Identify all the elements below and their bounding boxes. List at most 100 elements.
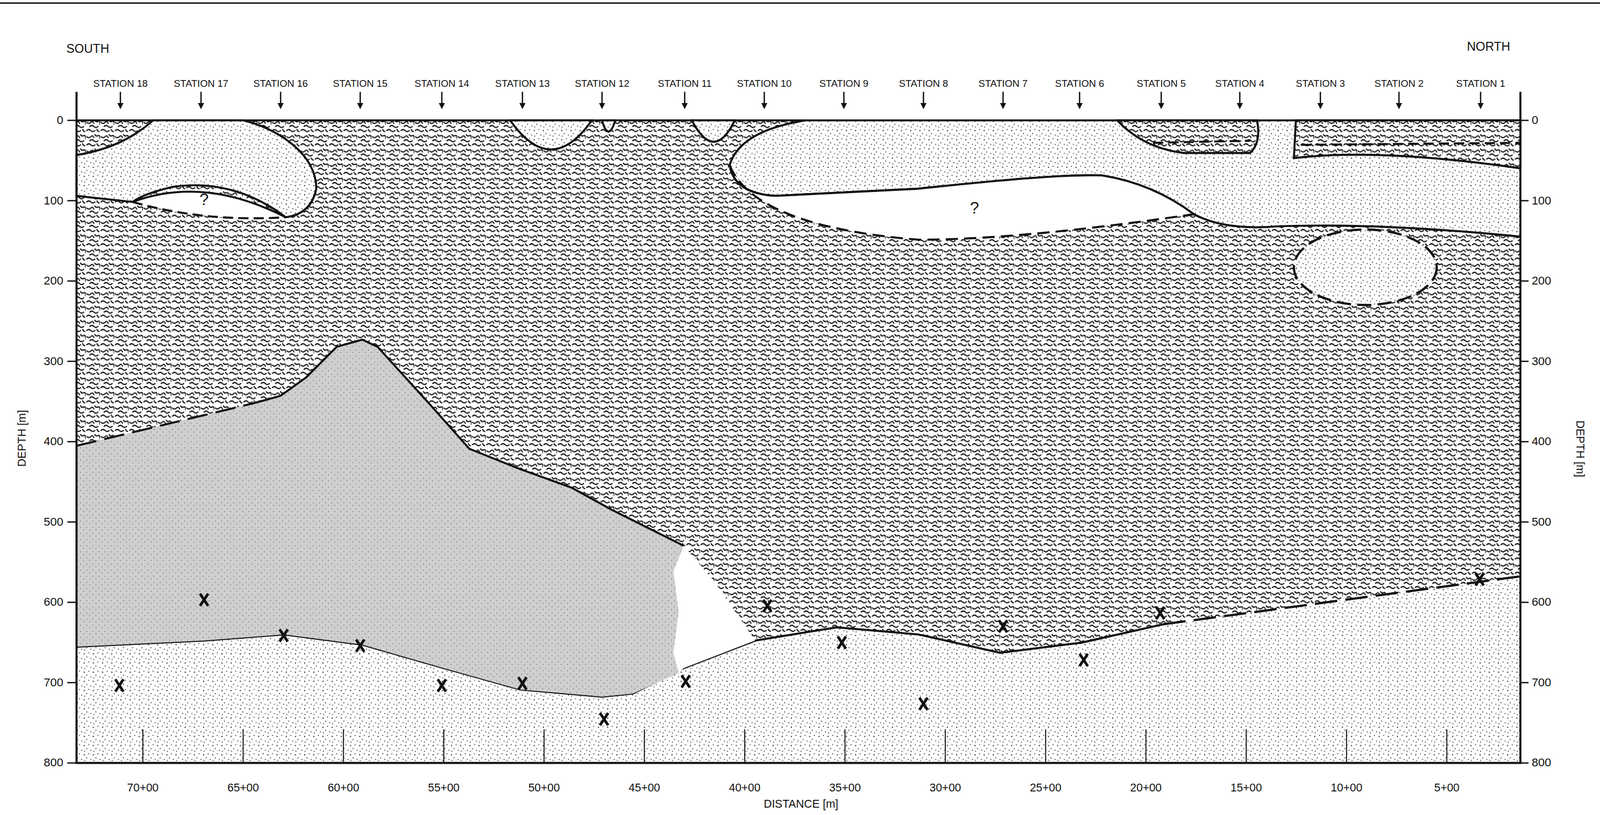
label: 800 xyxy=(43,757,63,769)
label: 25+00 xyxy=(1030,782,1062,794)
station-arrow xyxy=(684,91,686,104)
label: 500 xyxy=(43,516,63,528)
borehole-mark xyxy=(599,713,609,726)
borehole-mark xyxy=(1475,573,1484,586)
station-arrow xyxy=(1239,91,1241,104)
label: STATION 13 xyxy=(495,79,550,89)
station-arrow xyxy=(359,91,362,104)
label: ? xyxy=(199,192,209,209)
arrow-head xyxy=(761,103,768,110)
label: STATION 11 xyxy=(657,79,712,89)
label: DEPTH [m] xyxy=(1573,420,1585,478)
depth-tick xyxy=(1520,280,1529,283)
label: 45+00 xyxy=(628,782,660,794)
depth-tick xyxy=(1520,762,1529,765)
arrow-head xyxy=(356,103,364,110)
label: SOUTH xyxy=(66,42,110,55)
label: 50+00 xyxy=(528,782,560,794)
arrow-head xyxy=(840,103,847,110)
borehole-mark xyxy=(279,629,288,642)
label: DEPTH [m] xyxy=(16,410,28,467)
label: 60+00 xyxy=(327,782,360,794)
station-arrow xyxy=(1398,91,1401,104)
depth-tick xyxy=(67,360,77,363)
label: STATION 10 xyxy=(736,79,792,89)
distance-tick xyxy=(1045,729,1047,764)
label: 800 xyxy=(1531,757,1551,769)
borehole-mark xyxy=(919,698,928,711)
depth-tick xyxy=(67,441,77,443)
label: STATION 4 xyxy=(1215,79,1265,89)
label: 10+00 xyxy=(1330,782,1363,794)
label: 15+00 xyxy=(1230,782,1262,794)
arrow-head xyxy=(1317,103,1324,110)
borehole-mark xyxy=(681,675,690,688)
distance-tick xyxy=(1446,729,1448,764)
station-arrow xyxy=(1002,91,1004,104)
borehole-mark xyxy=(199,594,209,607)
distance-tick xyxy=(1346,729,1348,764)
borehole-mark xyxy=(837,636,847,650)
arrow-head xyxy=(1076,103,1083,110)
label: STATION 2 xyxy=(1374,79,1424,89)
label: STATION 17 xyxy=(173,79,229,89)
label: 300 xyxy=(1531,355,1551,367)
station-arrow xyxy=(763,91,766,104)
depth-tick xyxy=(67,280,77,283)
label: STATION 6 xyxy=(1055,79,1105,89)
depth-tick xyxy=(1520,119,1529,122)
label: STATION 9 xyxy=(819,79,869,89)
station-arrow xyxy=(280,91,282,104)
label: 600 xyxy=(43,596,63,609)
distance-tick xyxy=(744,729,746,764)
label: 600 xyxy=(1531,596,1551,609)
station-arrow xyxy=(922,91,925,104)
arrow-head xyxy=(1158,103,1165,110)
depth-tick xyxy=(1520,682,1529,685)
label: 100 xyxy=(1531,194,1551,207)
depth-tick xyxy=(1520,601,1529,604)
distance-tick xyxy=(543,729,545,764)
depth-tick xyxy=(67,119,77,122)
distance-tick xyxy=(443,729,445,764)
borehole-mark xyxy=(763,600,772,613)
arrow-head xyxy=(519,103,526,110)
label: STATION 18 xyxy=(93,79,148,89)
label: DISTANCE [m] xyxy=(763,799,839,811)
label: 200 xyxy=(1531,275,1551,287)
label: 700 xyxy=(1531,677,1551,689)
label: 55+00 xyxy=(428,782,460,794)
depth-tick xyxy=(67,521,77,524)
label: STATION 14 xyxy=(414,79,469,89)
depth-tick xyxy=(67,762,77,765)
station-arrow xyxy=(119,91,122,104)
distance-tick xyxy=(242,729,244,764)
distance-tick xyxy=(342,729,344,764)
borehole-mark xyxy=(518,677,527,690)
distance-tick xyxy=(643,729,645,764)
label: 70+00 xyxy=(127,782,159,794)
arrow-head xyxy=(598,103,606,110)
station-arrow xyxy=(1319,91,1322,104)
depth-tick xyxy=(67,601,77,604)
depth-tick xyxy=(1520,521,1529,524)
station-arrow xyxy=(1078,91,1081,104)
depth-tick xyxy=(1520,199,1529,202)
label: 30+00 xyxy=(929,782,961,794)
arrow-head xyxy=(197,103,205,110)
label: 100 xyxy=(43,194,63,207)
label: STATION 12 xyxy=(574,79,630,89)
label: 20+00 xyxy=(1129,782,1162,794)
label: NORTH xyxy=(1467,40,1511,53)
label: STATION 3 xyxy=(1295,79,1346,89)
station-arrow xyxy=(441,91,443,104)
station-arrow xyxy=(601,91,603,104)
label: 400 xyxy=(43,435,63,448)
label: STATION 16 xyxy=(253,79,308,89)
label: 40+00 xyxy=(729,782,761,794)
borehole-mark xyxy=(437,679,446,692)
arrow-head xyxy=(277,103,284,110)
distance-tick xyxy=(1245,729,1247,764)
label: STATION 15 xyxy=(332,79,388,89)
